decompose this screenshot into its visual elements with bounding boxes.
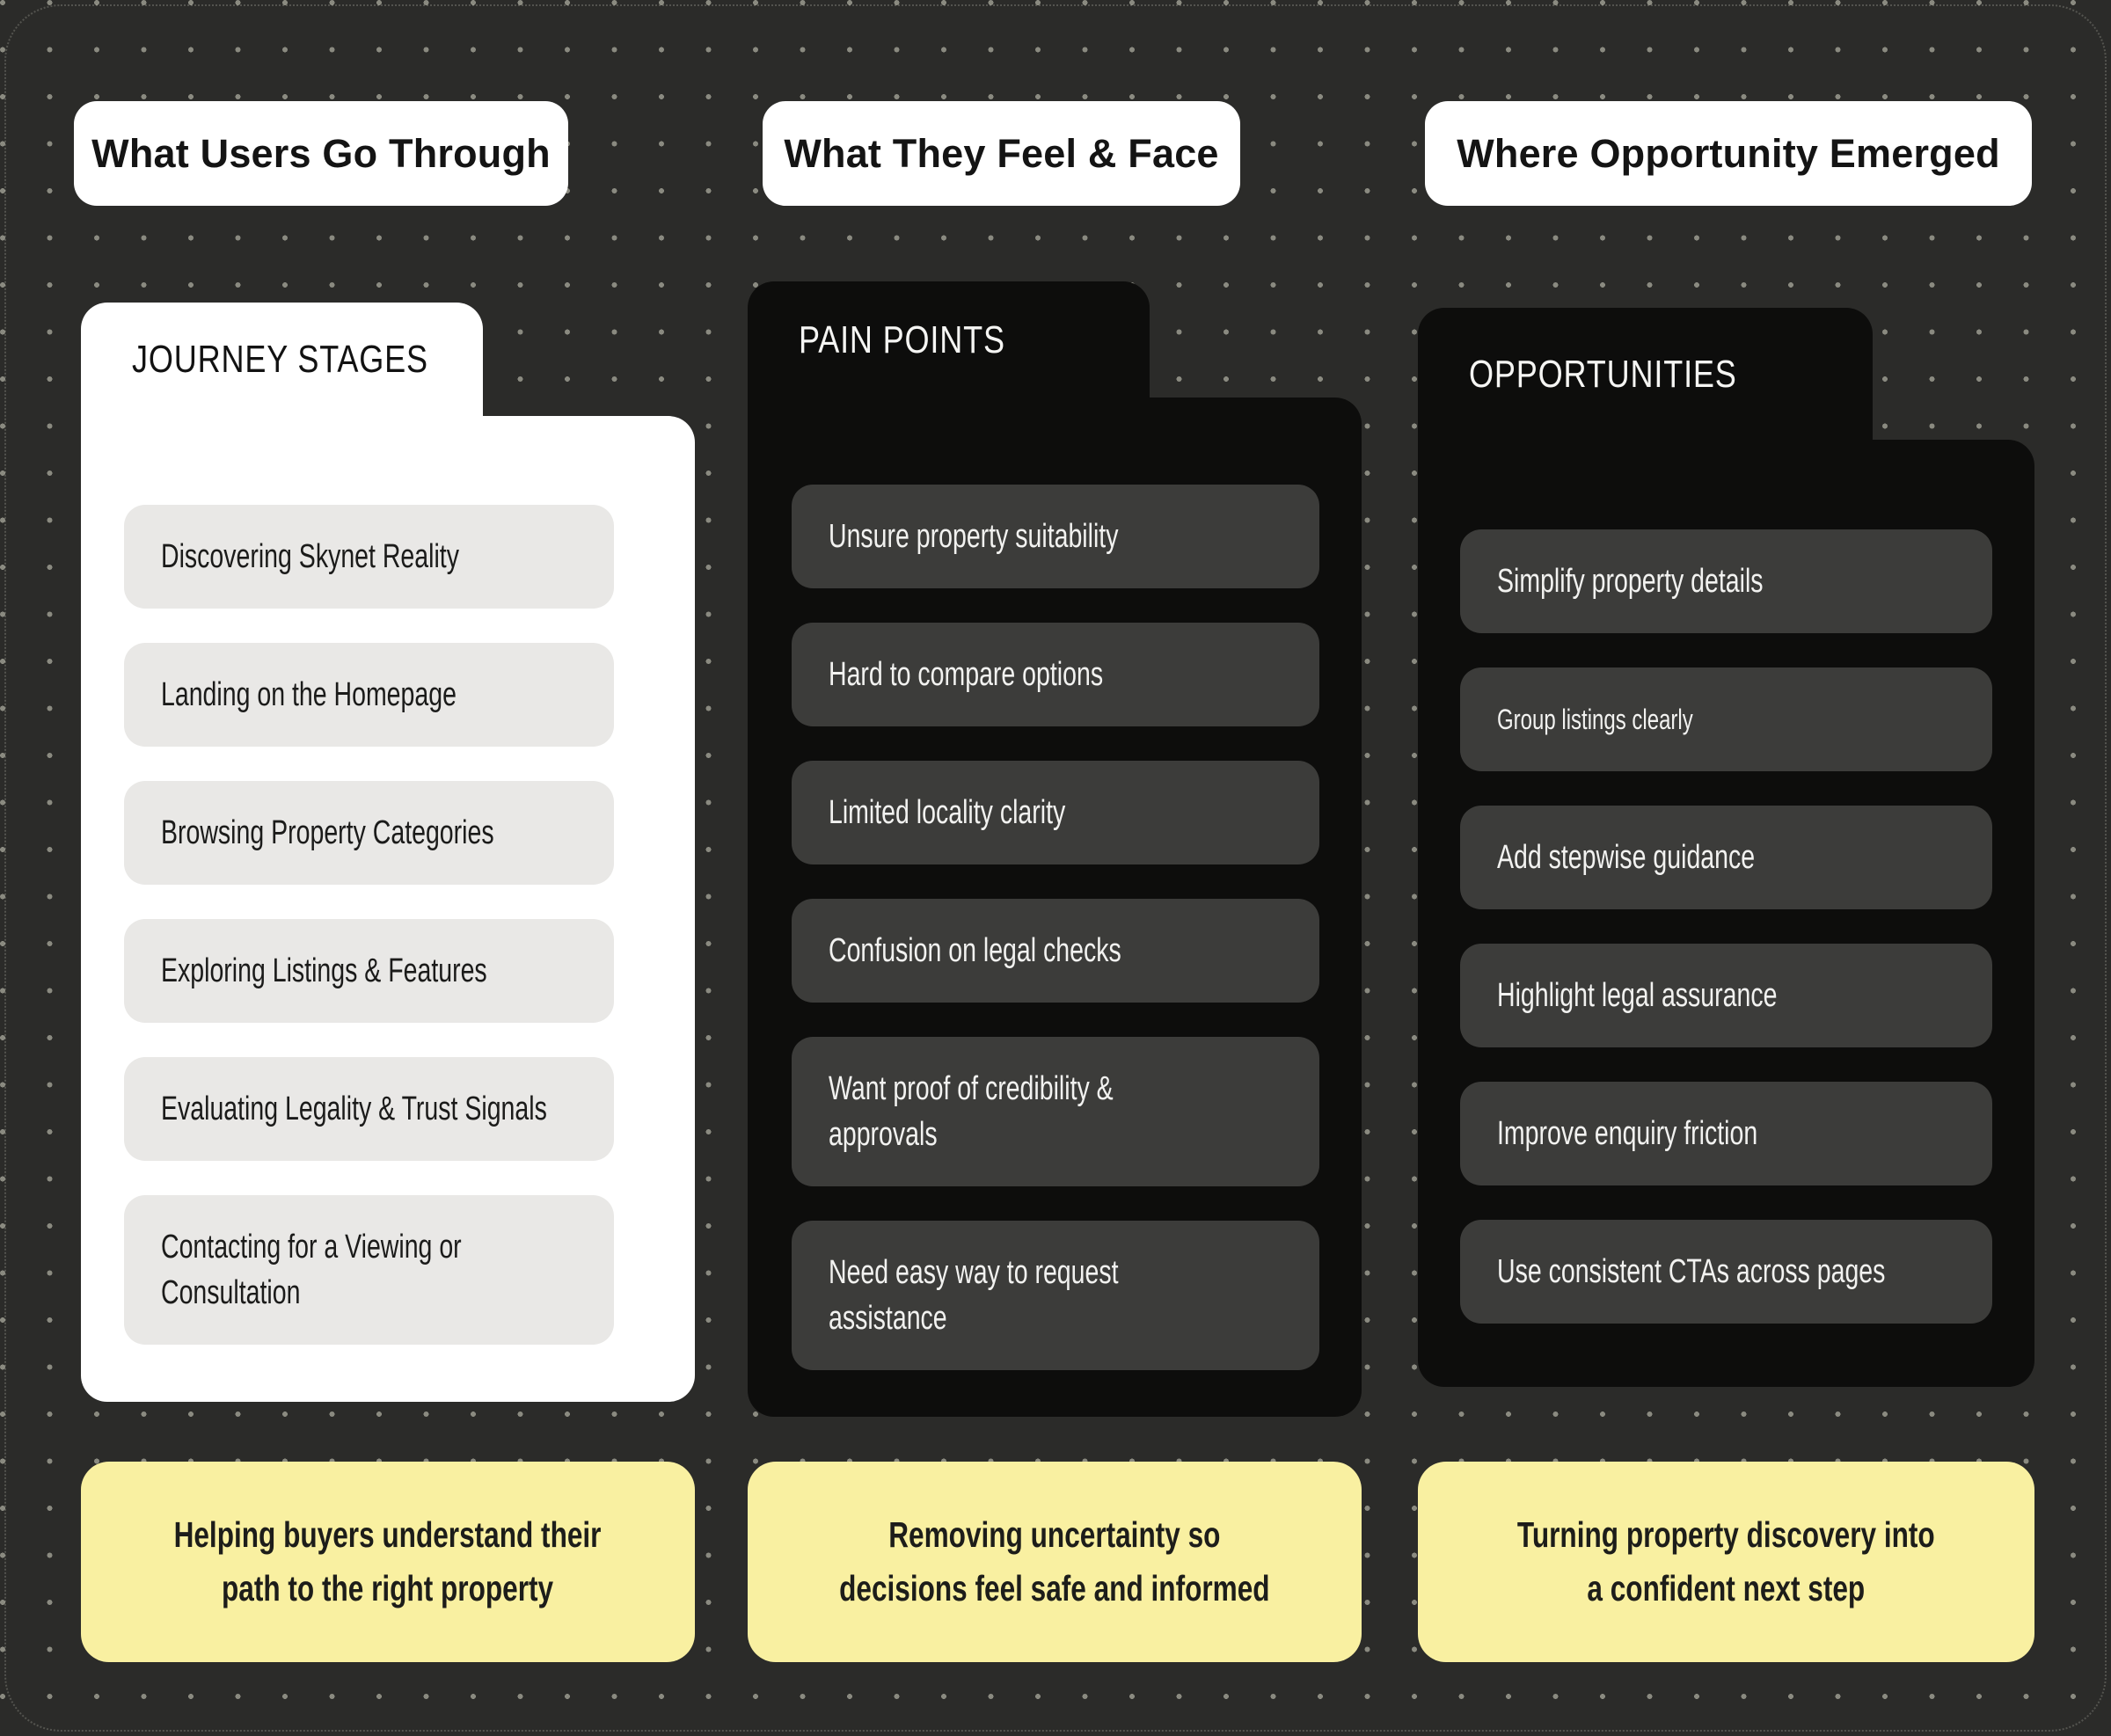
journey-stage-item: Contacting for a Viewing or Consultation bbox=[124, 1195, 614, 1345]
column-pain-points: What They Feel & Face PAIN POINTS Unsure… bbox=[748, 0, 1362, 1736]
pain-point-item: Need easy way to request assistance bbox=[792, 1221, 1319, 1370]
pain-points-summary-text: Removing uncertainty so decisions feel s… bbox=[839, 1514, 1270, 1609]
column-header-journey: What Users Go Through bbox=[74, 101, 568, 206]
column-journey: What Users Go Through JOURNEY STAGES Dis… bbox=[74, 0, 695, 1736]
opportunity-item: Simplify property details bbox=[1460, 529, 1992, 633]
journey-summary-card: Helping buyers understand their path to … bbox=[81, 1462, 695, 1662]
opportunities-tab: OPPORTUNITIES bbox=[1418, 308, 1873, 441]
journey-stage-item: Landing on the Homepage bbox=[124, 643, 614, 747]
opportunity-item: Highlight legal assurance bbox=[1460, 944, 1992, 1047]
journey-stage-item: Browsing Property Categories bbox=[124, 781, 614, 885]
pain-points-tab-label: PAIN POINTS bbox=[799, 317, 1005, 361]
journey-stages-card: Discovering Skynet Reality Landing on th… bbox=[81, 416, 695, 1402]
opportunity-item: Improve enquiry friction bbox=[1460, 1082, 1992, 1185]
opportunity-item: Use consistent CTAs across pages bbox=[1460, 1220, 1992, 1324]
column-header-label: Where Opportunity Emerged bbox=[1457, 130, 2000, 176]
opportunities-card: Simplify property details Group listings… bbox=[1418, 440, 2034, 1387]
opportunity-item: Add stepwise guidance bbox=[1460, 806, 1992, 909]
column-header-label: What They Feel & Face bbox=[784, 130, 1219, 176]
pain-point-item: Confusion on legal checks bbox=[792, 899, 1319, 1003]
column-opportunities: Where Opportunity Emerged OPPORTUNITIES … bbox=[1418, 0, 2034, 1736]
column-header-pain-points: What They Feel & Face bbox=[763, 101, 1240, 206]
journey-stage-item: Evaluating Legality & Trust Signals bbox=[124, 1057, 614, 1161]
opportunities-summary-text: Turning property discovery into a confid… bbox=[1517, 1514, 1935, 1609]
pain-point-item: Unsure property suitability bbox=[792, 485, 1319, 588]
pain-points-summary-card: Removing uncertainty so decisions feel s… bbox=[748, 1462, 1362, 1662]
journey-stages-tab: JOURNEY STAGES bbox=[81, 303, 483, 417]
journey-summary-text: Helping buyers understand their path to … bbox=[174, 1514, 602, 1609]
pain-point-item: Limited locality clarity bbox=[792, 761, 1319, 864]
pain-points-card: Unsure property suitability Hard to comp… bbox=[748, 398, 1362, 1417]
journey-stages-tab-label: JOURNEY STAGES bbox=[132, 338, 428, 381]
column-header-label: What Users Go Through bbox=[91, 130, 551, 176]
journey-stage-item: Exploring Listings & Features bbox=[124, 919, 614, 1023]
pain-point-item: Want proof of credibility & approvals bbox=[792, 1037, 1319, 1186]
opportunities-summary-card: Turning property discovery into a confid… bbox=[1418, 1462, 2034, 1662]
column-header-opportunities: Where Opportunity Emerged bbox=[1425, 101, 2032, 206]
pain-point-item: Hard to compare options bbox=[792, 623, 1319, 726]
journey-stage-item: Discovering Skynet Reality bbox=[124, 505, 614, 609]
pain-points-tab: PAIN POINTS bbox=[748, 281, 1150, 398]
opportunity-item: Group listings clearly bbox=[1460, 667, 1992, 771]
opportunities-tab-label: OPPORTUNITIES bbox=[1469, 352, 1737, 396]
